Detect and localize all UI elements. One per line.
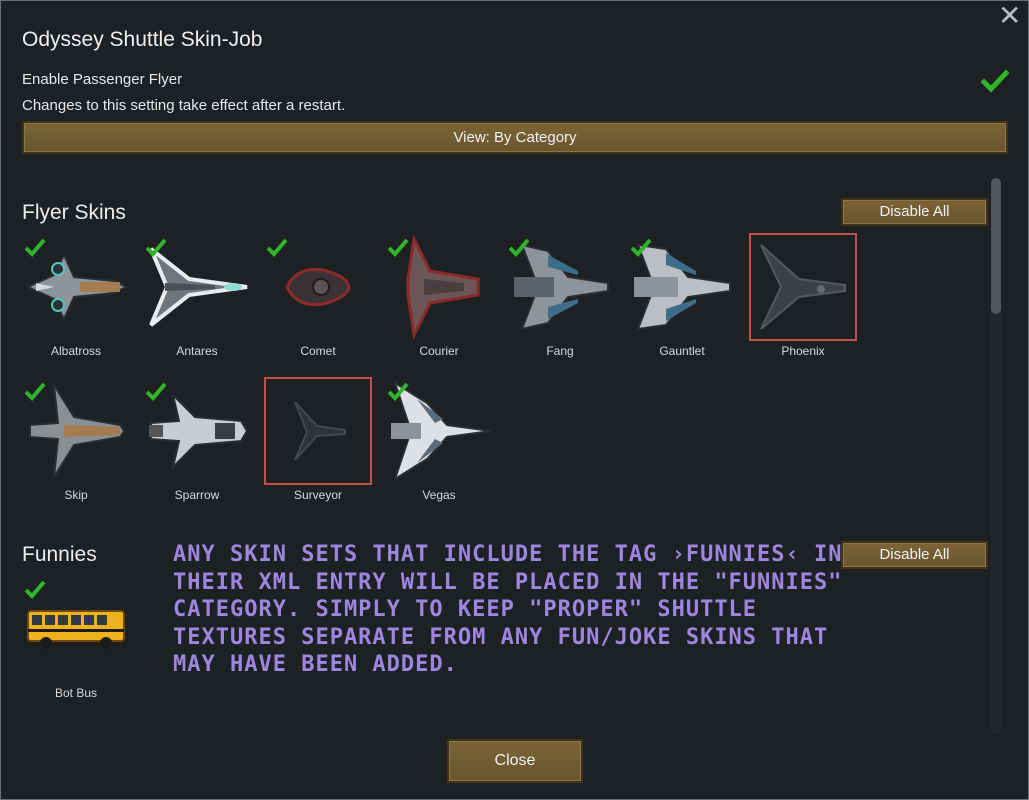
funnies-disable-all-button[interactable]: Disable All [841,541,988,569]
skin-tile-surveyor[interactable]: Surveyor [264,377,372,502]
courier-enabled-check-icon [387,238,409,257]
close-icon[interactable]: ✕ [998,0,1022,31]
vegas-enabled-check-icon [387,382,409,401]
surveyor-ship-icon [264,377,372,485]
skin-name: Albatross [50,344,102,358]
skin-name: Vegas [422,488,456,502]
passenger-flyer-checkbox[interactable] [981,67,1009,95]
antares-ship-icon [143,233,251,341]
fang-ship-icon [506,233,614,341]
skin-name: Comet [300,344,336,358]
restart-note: Changes to this setting take effect afte… [22,97,346,114]
comet-ship-icon [264,233,372,341]
vegas-ship-icon [385,377,493,485]
gauntlet-ship-icon [628,233,736,341]
skin-name: Antares [176,344,218,358]
funnies-heading: Funnies [22,543,97,566]
courier-ship-icon [385,233,493,341]
phoenix-ship-icon [749,233,857,341]
skin-tile-phoenix[interactable]: Phoenix [749,233,857,358]
skin-tile-courier[interactable]: Courier [385,233,493,358]
skin-tile-antares[interactable]: Antares [143,233,251,358]
view-by-category-button[interactable]: View: By Category [22,121,1008,154]
skin-tile-gauntlet[interactable]: Gauntlet [628,233,736,358]
passenger-flyer-label: Enable Passenger Flyer [22,71,183,88]
scrollbar-thumb[interactable] [991,178,1001,314]
skin-name: Gauntlet [659,344,705,358]
skin-name: Skip [64,488,88,502]
skip-enabled-check-icon [24,382,46,401]
skin-name: Phoenix [781,344,825,358]
flyer-disable-all-button[interactable]: Disable All [841,198,988,226]
close-button[interactable]: Close [447,739,583,783]
skin-tile-vegas[interactable]: Vegas [385,377,493,502]
school-bus-icon [22,575,130,683]
skin-name: Surveyor [293,488,343,502]
comet-enabled-check-icon [266,238,288,257]
skin-name: Courier [419,344,459,358]
albatross-ship-icon [22,233,130,341]
antares-enabled-check-icon [145,238,167,257]
skin-tile-comet[interactable]: Comet [264,233,372,358]
flyer-skins-heading: Flyer Skins [22,201,126,224]
skin-tile-bot-bus[interactable]: Bot Bus [22,575,130,700]
albatross-enabled-check-icon [24,238,46,257]
skin-tile-sparrow[interactable]: Sparrow [143,377,251,502]
sparrow-enabled-check-icon [145,382,167,401]
funnies-annotation: Any skin sets that include the tag ›Funn… [173,542,843,677]
fang-enabled-check-icon [508,238,530,257]
bot-bus-enabled-check-icon [24,580,46,599]
gauntlet-enabled-check-icon [630,238,652,257]
skin-tile-skip[interactable]: Skip [22,377,130,502]
skin-tile-albatross[interactable]: Albatross [22,233,130,358]
scrollbar-track[interactable] [991,178,1001,734]
skin-name: Bot Bus [54,686,98,700]
skin-tile-fang[interactable]: Fang [506,233,614,358]
window-title: Odyssey Shuttle Skin-Job [22,28,263,51]
skin-name: Fang [546,344,574,358]
skip-ship-icon [22,377,130,485]
skin-name: Sparrow [174,488,220,502]
sparrow-ship-icon [143,377,251,485]
